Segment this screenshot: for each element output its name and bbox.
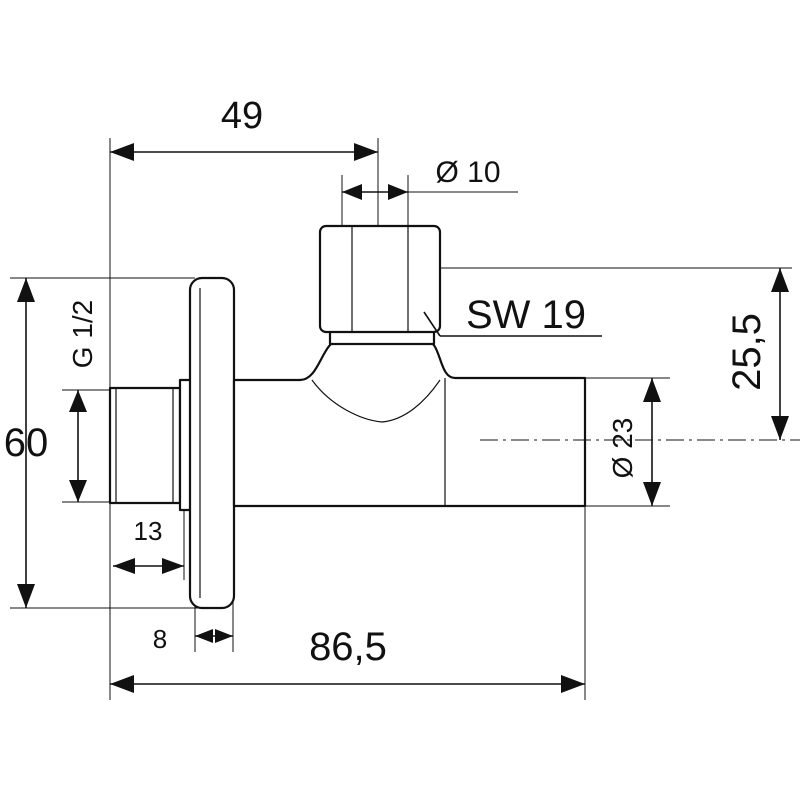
dimension-lines — [17, 143, 789, 693]
dim-label-bore: Ø 10 — [435, 156, 500, 189]
thread-nipple — [108, 386, 182, 505]
dim-label-13: 13 — [134, 516, 163, 546]
hex-nut — [318, 224, 442, 334]
dim-label-86-5: 86,5 — [309, 625, 387, 669]
dim-label-outlet-dia: Ø 23 — [607, 418, 638, 479]
extension-lines — [10, 138, 792, 700]
dim-label-8: 8 — [153, 624, 167, 654]
dim-label-thread: G 1/2 — [67, 300, 98, 368]
dim-label-60: 60 — [4, 421, 49, 465]
wall-flange — [188, 276, 236, 610]
dim-label-wrench-size: SW 19 — [466, 293, 586, 337]
valve-body — [108, 224, 800, 610]
dim-label-25-5: 25,5 — [725, 313, 769, 391]
dimension-labels: 49 Ø 10 SW 19 25,5 G 1/2 Ø 23 60 13 8 86… — [4, 95, 769, 669]
main-body — [232, 338, 587, 508]
dim-label-49: 49 — [221, 95, 263, 137]
